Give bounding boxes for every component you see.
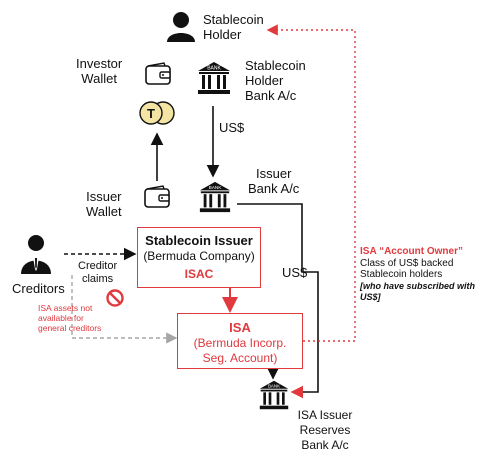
account-owner-loop: [266, 24, 356, 342]
holder-bank-line3: Bank A/c: [245, 88, 297, 103]
account-owner-title: ISA “Account Owner”: [360, 246, 463, 257]
issuer-wallet-label: Issuer Wallet: [86, 189, 122, 219]
isa-assets-note: ISA assets not available for general cre…: [38, 303, 101, 333]
bank-icon: BANK: [259, 380, 289, 410]
stablecoin-token-icon: T: [139, 101, 175, 125]
usd-flow-label-right: US$: [282, 265, 308, 280]
holder-bank-label: Stablecoin Holder Bank A/c: [245, 58, 306, 103]
issuer-wallet-line1: Issuer: [86, 189, 122, 204]
stablecoin-holder-line2: Holder: [203, 27, 242, 42]
isa-box: ISA (Bermuda Incorp. Seg. Account): [177, 313, 303, 369]
holder-bank-line1: Stablecoin: [245, 58, 306, 73]
blocked-claims-arrow: [71, 275, 178, 344]
account-owner-line2: Stablecoin holders: [360, 269, 443, 280]
account-owner-line1: Class of US$ backed: [360, 257, 454, 269]
creditor-claims-line2: claims: [81, 273, 114, 285]
isa-box-title: ISA: [229, 320, 251, 335]
bank-icon: BANK: [199, 181, 231, 213]
isa-assets-note-line2: available for: [38, 313, 84, 323]
token-letter: T: [147, 106, 155, 121]
isa-box-line2: Seg. Account): [202, 351, 278, 365]
creditor-person-icon: [21, 235, 51, 274]
wallet-icon: [144, 185, 170, 208]
isa-assets-note-line3: general creditors: [38, 323, 102, 333]
investor-wallet-line2: Wallet: [81, 71, 117, 86]
investor-wallet-label: Investor Wallet: [76, 56, 122, 86]
creditor-claims-label: Creditor claims: [78, 260, 117, 286]
stablecoin-holder-label: Stablecoin Holder: [203, 12, 264, 42]
bank-icon: BANK: [198, 62, 230, 94]
holder-bank-line2: Holder: [245, 73, 284, 88]
creditors-label: Creditors: [12, 281, 65, 296]
account-owner-line3: [who have subscribed with US$]: [360, 280, 476, 303]
reserves-line1: ISA Issuer: [297, 408, 353, 422]
issuer-box-subtitle: (Bermuda Company): [143, 249, 255, 263]
wallet-icon: [145, 62, 171, 85]
investor-wallet-line1: Investor: [76, 56, 123, 71]
reserves-line3: Bank A/c: [301, 438, 349, 452]
isa-box-line1: (Bermuda Incorp.: [193, 336, 287, 350]
account-owner-note: ISA “Account Owner” Class of US$ backed …: [360, 246, 496, 304]
person-icon: [167, 12, 195, 42]
issuer-box-title: Stablecoin Issuer: [145, 233, 253, 248]
bank-icon-label: BANK: [209, 185, 223, 191]
reserves-line2: Reserves: [299, 423, 351, 437]
issuer-bank-label: Issuer Bank A/c: [248, 166, 299, 196]
issuer-box-tag: ISAC: [184, 267, 214, 281]
prohibited-icon: [106, 289, 124, 307]
stablecoin-issuer-box: Stablecoin Issuer (Bermuda Company) ISAC: [137, 227, 261, 288]
stablecoin-holder-line1: Stablecoin: [203, 12, 264, 27]
issuer-wallet-line2: Wallet: [86, 204, 122, 219]
issuer-bank-to-reserves-arrow: [237, 203, 319, 399]
isa-assets-note-line1: ISA assets not: [38, 303, 93, 313]
usd-flow-label-top: US$: [219, 120, 245, 135]
bank-icon-label: BANK: [268, 383, 280, 388]
issuer-bank-line1: Issuer: [256, 166, 292, 181]
issuer-bank-line2: Bank A/c: [248, 181, 300, 196]
creditor-claims-line1: Creditor: [78, 260, 118, 272]
isa-issuer-reserves-label: ISA Issuer Reserves Bank A/c: [293, 408, 357, 453]
bank-icon-label: BANK: [207, 66, 221, 72]
